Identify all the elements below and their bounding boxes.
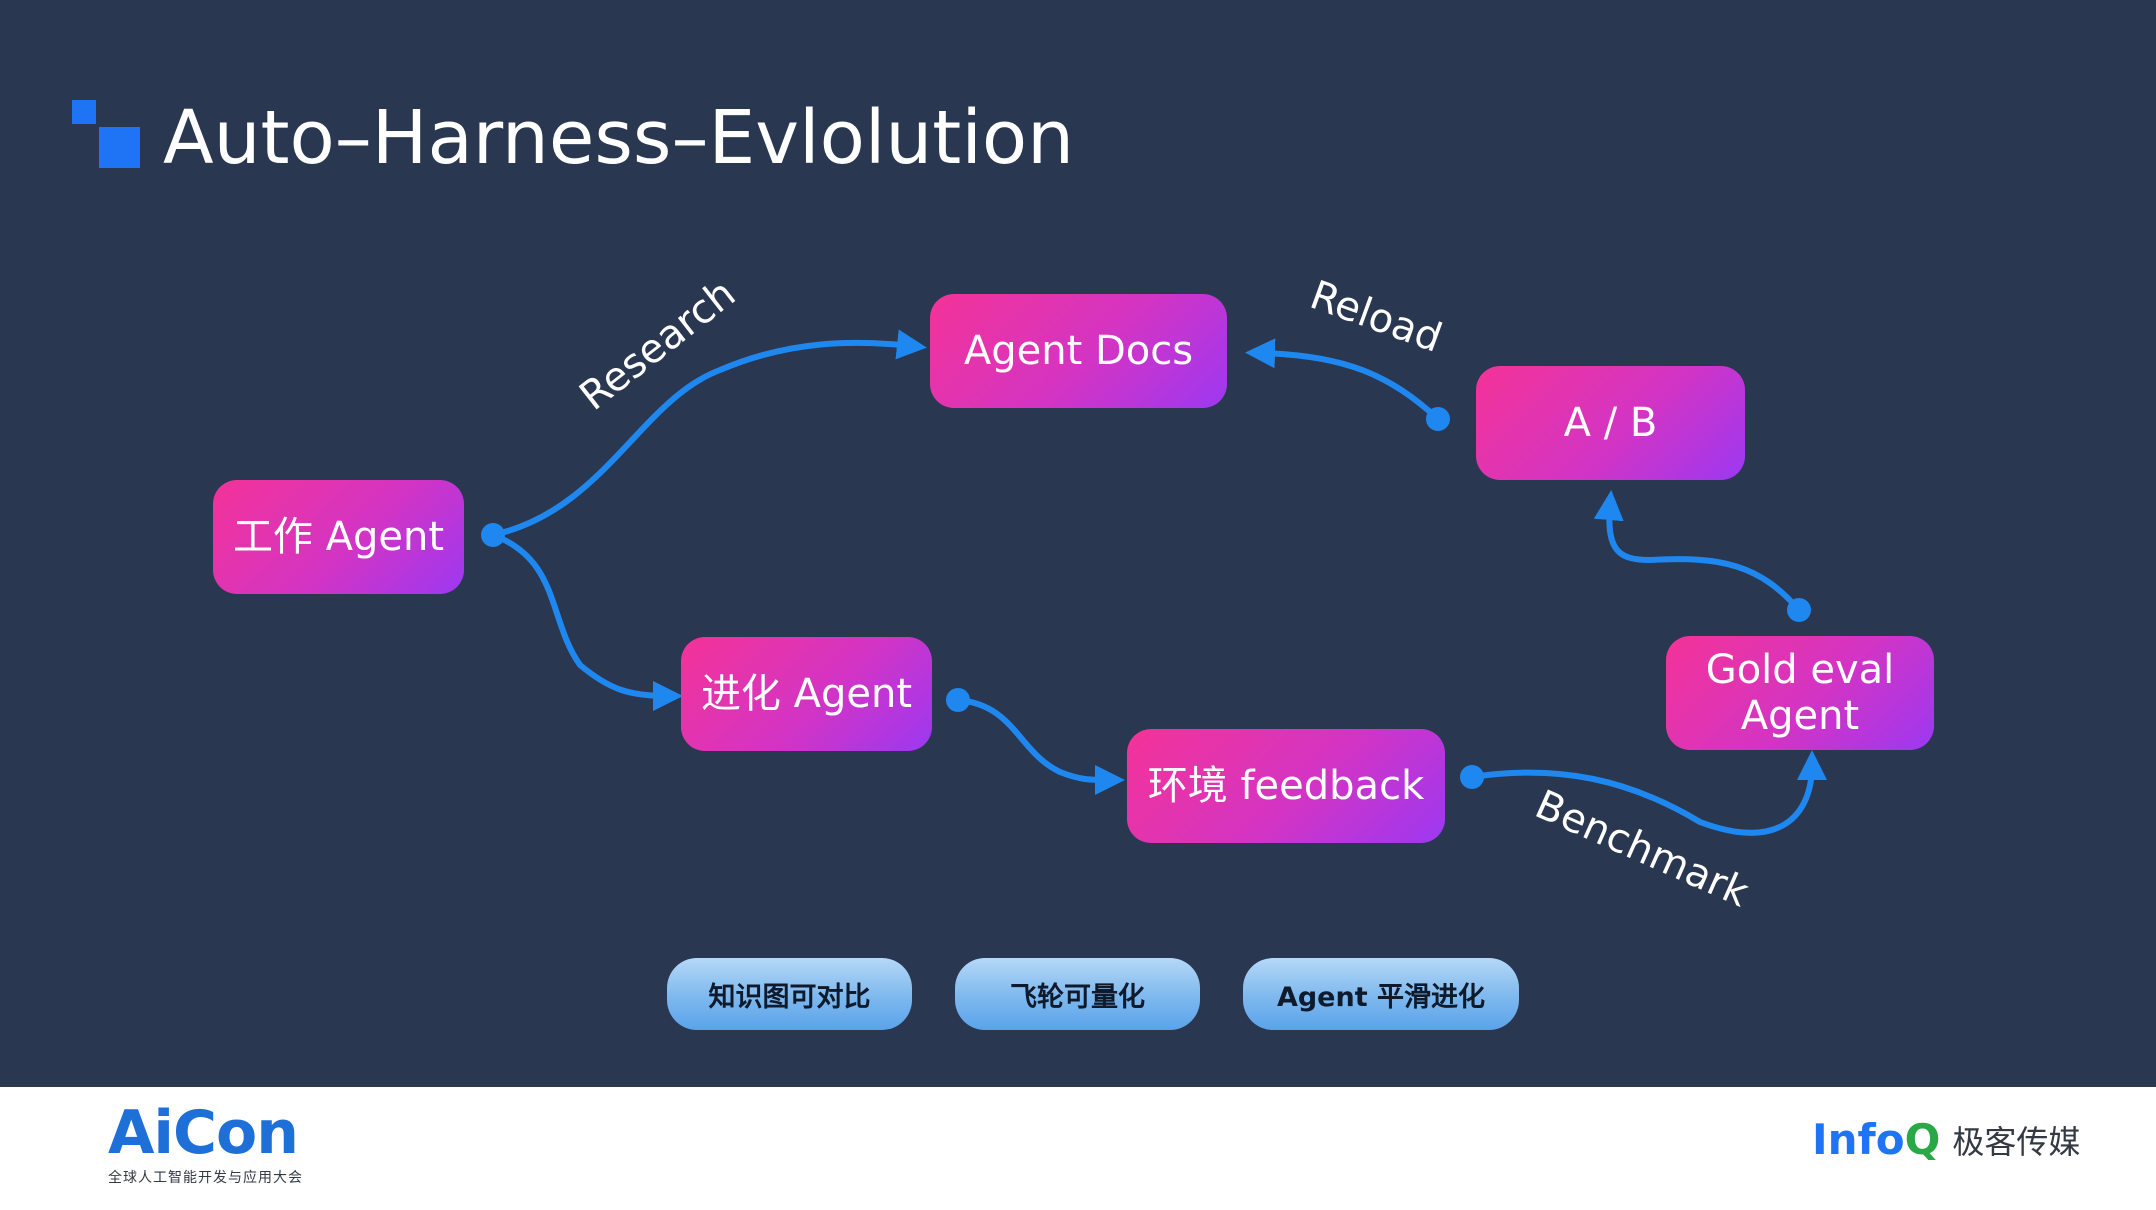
env-feedback-node: 环境 feedback bbox=[1127, 729, 1445, 843]
feedback-port-dot bbox=[1460, 765, 1484, 789]
infoq-logo-text: InfoQ bbox=[1812, 1115, 1941, 1164]
ab-label: A / B bbox=[1563, 400, 1658, 446]
ab-port-dot bbox=[1426, 407, 1450, 431]
gold-eval-label-line2: Agent bbox=[1740, 693, 1860, 739]
work-agent-port-dot bbox=[481, 523, 505, 547]
slide-canvas: Auto–Harness–Evlolution 工作 Agent Agent D… bbox=[0, 0, 2156, 1087]
env-feedback-label: 环境 feedback bbox=[1147, 763, 1425, 809]
aicon-tagline: 全球人工智能开发与应用大会 bbox=[108, 1170, 303, 1186]
pill-knowledge-graph: 知识图可对比 bbox=[667, 958, 912, 1030]
gold-eval-port-dot bbox=[1787, 598, 1811, 622]
research-connector bbox=[490, 329, 927, 538]
benchmark-connector bbox=[1469, 750, 1827, 836]
gold-eval-label-line1: Gold eval bbox=[1705, 647, 1895, 693]
evolve-to-feedback-connector bbox=[955, 697, 1125, 795]
aicon-logo-text: AiCon bbox=[108, 1098, 299, 1168]
gold-to-ab-connector bbox=[1593, 490, 1802, 613]
evolve-agent-label: 进化 Agent bbox=[700, 671, 913, 717]
work-to-evolve-connector bbox=[490, 532, 683, 711]
pill-flywheel: 飞轮可量化 bbox=[955, 958, 1200, 1030]
ab-node: A / B bbox=[1476, 366, 1745, 480]
work-agent-label: 工作 Agent bbox=[232, 514, 445, 560]
agent-docs-label: Agent Docs bbox=[963, 328, 1194, 374]
agent-docs-node: Agent Docs bbox=[930, 294, 1227, 408]
aicon-logo: AiCon 全球人工智能开发与应用大会 bbox=[108, 1101, 303, 1187]
infoq-logo-cn: 极客传媒 bbox=[1952, 1122, 2081, 1161]
evolve-agent-port-dot bbox=[946, 688, 970, 712]
evolve-agent-node: 进化 Agent bbox=[681, 637, 932, 751]
pill-agent-evolution: Agent 平滑进化 bbox=[1243, 958, 1519, 1030]
page-title: Auto–Harness–Evlolution bbox=[163, 95, 1075, 181]
flow-connectors bbox=[481, 329, 1827, 836]
work-agent-node: 工作 Agent bbox=[213, 480, 464, 594]
title-squares-icon bbox=[72, 100, 140, 168]
reload-connector bbox=[1245, 338, 1441, 422]
gold-eval-agent-node: Gold eval Agent bbox=[1666, 636, 1934, 750]
footer-bar: AiCon 全球人工智能开发与应用大会 InfoQ 极客传媒 bbox=[0, 1087, 2156, 1210]
infoq-logo: InfoQ 极客传媒 bbox=[1812, 1115, 2080, 1164]
